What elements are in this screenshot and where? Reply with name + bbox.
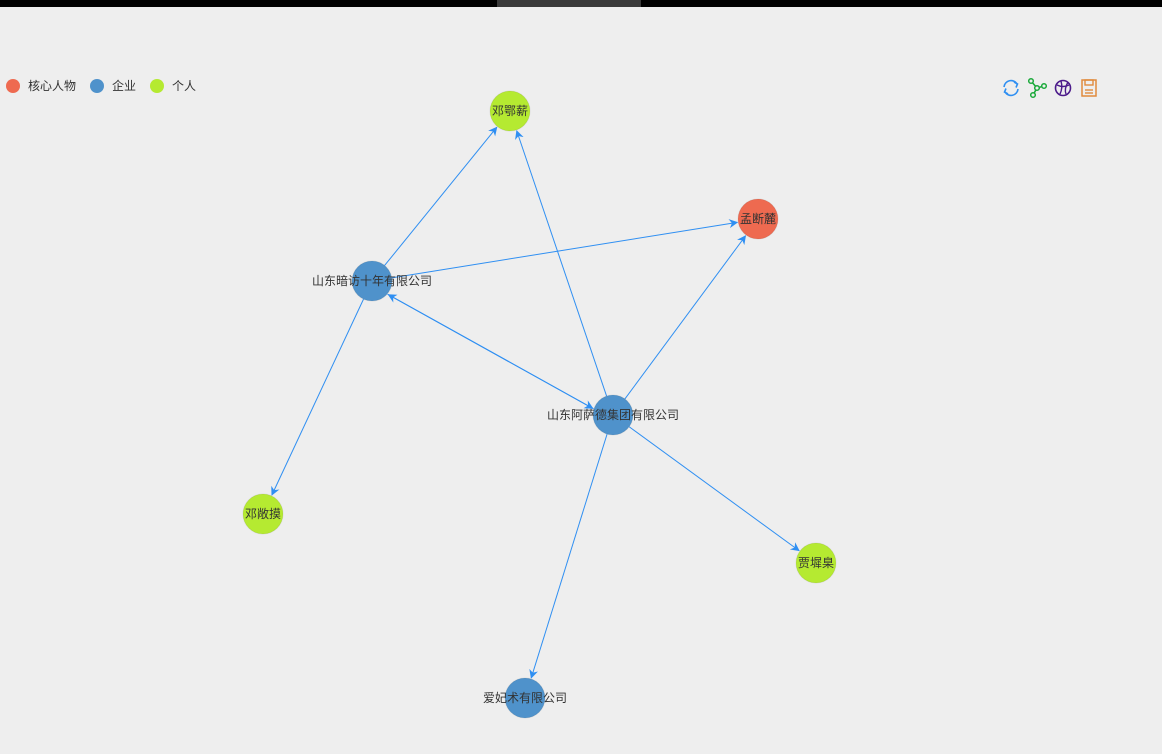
graph-layout-icon [1027, 77, 1048, 99]
graph-node[interactable]: 孟断麓 [737, 198, 779, 240]
graph-node[interactable]: 山东阿萨德集团有限公司 [547, 394, 679, 436]
legend: 核心人物 企业 个人 [6, 77, 210, 94]
graph-node[interactable]: 贾墀臬 [795, 542, 837, 584]
edge-n3-n5[interactable] [271, 298, 364, 496]
graph-node[interactable]: 邓敞摸 [242, 493, 284, 535]
save-image-button[interactable] [1078, 77, 1100, 99]
save-image-icon [1081, 79, 1097, 97]
legend-item-core[interactable]: 核心人物 [6, 77, 76, 94]
edge-n4-n6[interactable] [628, 426, 800, 552]
graph-node-label: 邓鄂薪 [492, 104, 528, 118]
edge-n3-n1[interactable] [384, 126, 498, 266]
graph-node-circle[interactable] [489, 90, 531, 132]
restore-icon [1003, 79, 1019, 97]
force-layout-icon [1054, 79, 1072, 97]
graph-layout-button[interactable] [1026, 77, 1048, 99]
graph-node-label: 山东阿萨德集团有限公司 [547, 407, 679, 422]
edge-n3-n2[interactable] [391, 219, 739, 279]
top-bar [0, 0, 1162, 7]
legend-label-person: 个人 [172, 79, 197, 93]
legend-dot-person [150, 78, 165, 93]
graph-node-label: 爱妃术有限公司 [483, 691, 567, 705]
graph-node-label: 山东暗访十年有限公司 [312, 273, 432, 288]
graph-node-label: 孟断麓 [740, 211, 776, 226]
legend-label-core: 核心人物 [28, 79, 77, 93]
toolbox [1000, 77, 1104, 99]
force-layout-button[interactable] [1052, 77, 1074, 99]
graph-node[interactable]: 山东暗访十年有限公司 [312, 260, 432, 302]
graph-node-circle[interactable] [242, 493, 284, 535]
legend-dot-core [6, 78, 20, 93]
graph-node-circle[interactable] [351, 260, 393, 302]
restore-button[interactable] [1000, 77, 1022, 99]
edge-n4-n3[interactable] [387, 294, 594, 410]
edge-n4-n1[interactable] [515, 130, 608, 397]
edge-n4-n2[interactable] [624, 235, 747, 400]
legend-item-person[interactable]: 个人 [150, 77, 196, 94]
edge-n4-n7[interactable] [529, 433, 608, 679]
graph-node-label: 贾墀臬 [798, 556, 834, 570]
graph-node-circle[interactable] [592, 394, 634, 436]
top-bar-tab[interactable] [497, 0, 641, 7]
graph-node-circle[interactable] [795, 542, 837, 584]
graph-node[interactable]: 邓鄂薪 [489, 90, 531, 132]
graph-node-label: 邓敞摸 [245, 506, 281, 521]
legend-item-company[interactable]: 企业 [90, 77, 136, 94]
graph-node[interactable]: 爱妃术有限公司 [483, 677, 567, 719]
graph-node-circle[interactable] [737, 198, 779, 240]
legend-dot-company [90, 78, 105, 93]
graph-node-circle[interactable] [504, 677, 546, 719]
edges-layer [271, 126, 800, 679]
legend-label-company: 企业 [112, 79, 137, 93]
